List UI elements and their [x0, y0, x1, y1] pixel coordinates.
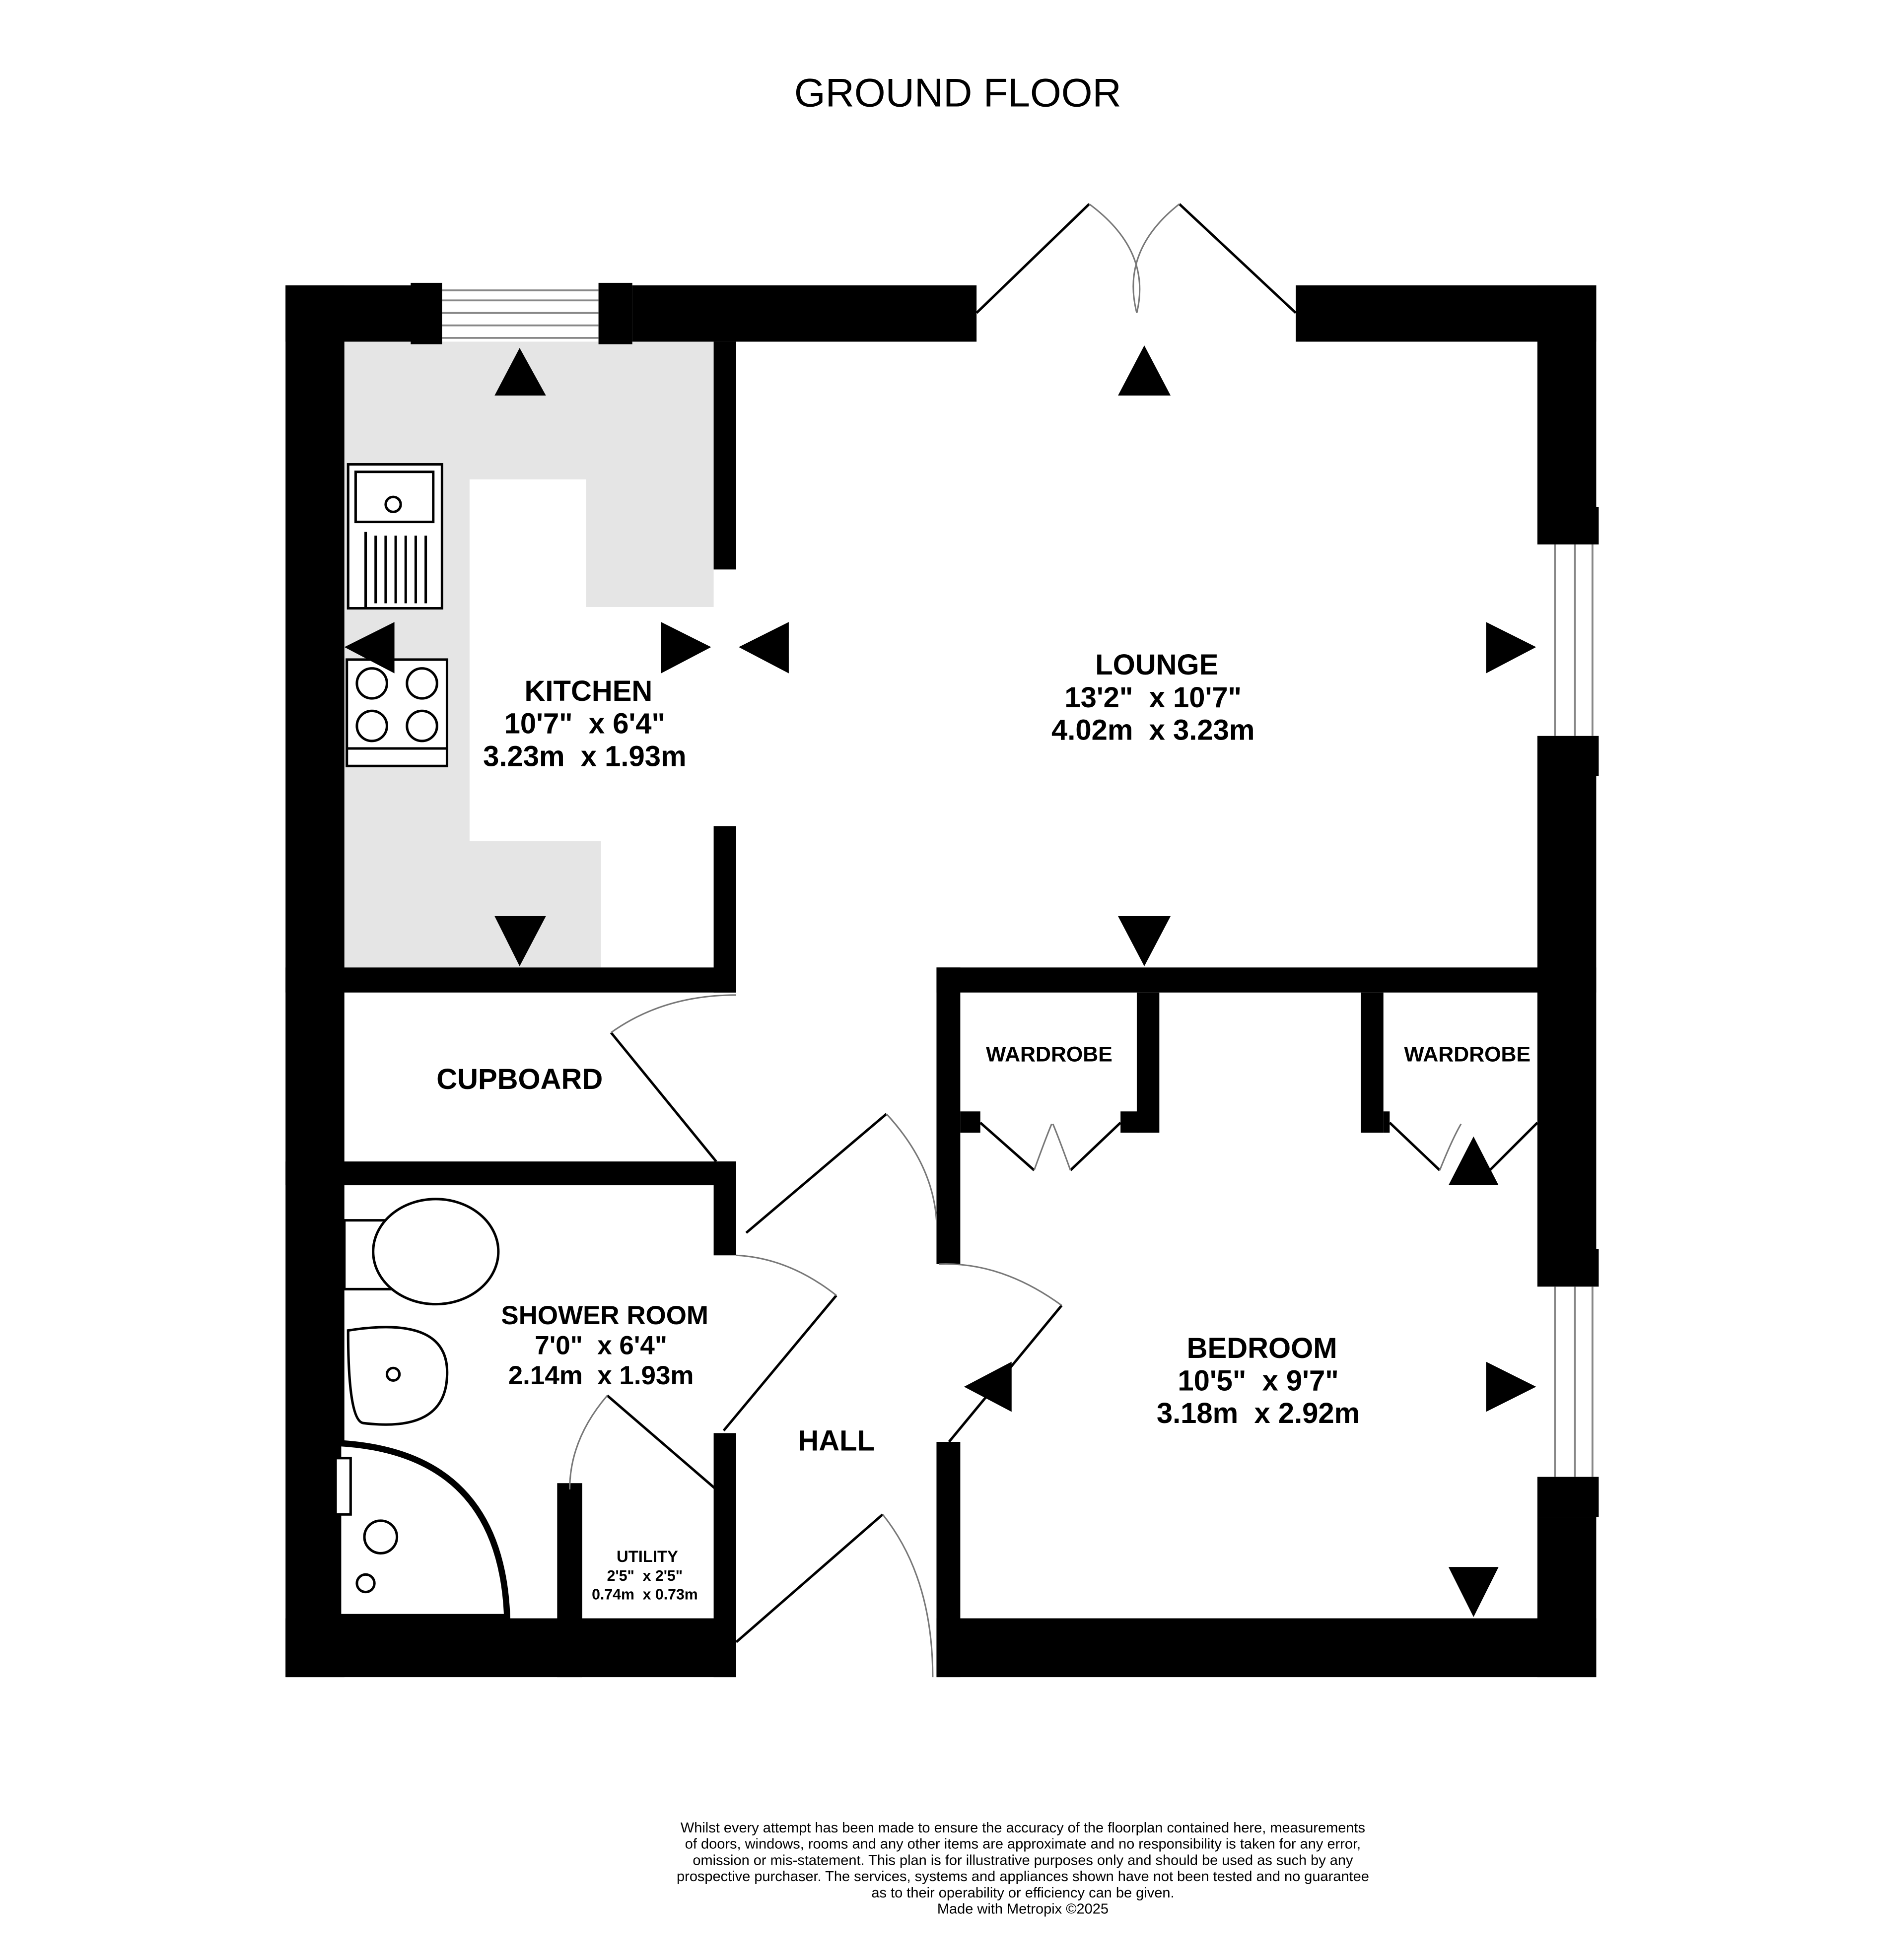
copyright: Made with Metropix ©2025 — [937, 1901, 1109, 1917]
shower-imperial: 7'0" x 6'4" — [535, 1331, 667, 1360]
doors — [569, 203, 1538, 1678]
kitchen-name: KITCHEN — [525, 676, 653, 707]
disclaimer-line: omission or mis-statement. This plan is … — [693, 1852, 1353, 1868]
disclaimer-line: Whilst every attempt has been made to en… — [681, 1820, 1365, 1836]
disclaimer-line: as to their operability or efficiency ca… — [871, 1885, 1174, 1901]
wardrobe-right-name: WARDROBE — [1404, 1042, 1530, 1066]
wardrobe-left-name: WARDROBE — [986, 1042, 1113, 1066]
disclaimer-line: of doors, windows, rooms and any other i… — [685, 1836, 1361, 1852]
cupboard-name: CUPBOARD — [436, 1064, 603, 1095]
lounge-imperial: 13'2" x 10'7" — [1064, 682, 1242, 714]
toilet — [343, 1198, 500, 1306]
room-shower: SHOWER ROOM 7'0" x 6'4" 2.14m x 1.93m — [501, 1301, 708, 1390]
utility-metric: 0.74m x 0.73m — [592, 1587, 698, 1603]
utility-imperial: 2'5" x 2'5" — [607, 1568, 683, 1584]
bedroom-imperial: 10'5" x 9'7" — [1178, 1365, 1338, 1397]
kitchen-sink — [347, 463, 443, 610]
kitchen-metric: 3.23m x 1.93m — [483, 741, 686, 772]
lounge-metric: 4.02m x 3.23m — [1051, 714, 1254, 746]
hall-name: HALL — [798, 1425, 875, 1457]
room-utility: UTILITY 2'5" x 2'5" 0.74m x 0.73m — [592, 1547, 698, 1603]
basin — [347, 1326, 449, 1426]
bedroom-name: BEDROOM — [1187, 1333, 1337, 1364]
kitchen-imperial: 10'7" x 6'4" — [504, 708, 665, 740]
shower-name: SHOWER ROOM — [501, 1301, 708, 1330]
hob — [346, 658, 448, 767]
shower-metric: 2.14m x 1.93m — [508, 1361, 694, 1390]
lounge-name: LOUNGE — [1095, 649, 1218, 681]
utility-name: UTILITY — [617, 1547, 678, 1565]
windows — [442, 289, 1594, 1477]
direction-arrows — [344, 345, 1536, 1618]
floor-title: GROUND FLOOR — [794, 70, 1121, 115]
walls — [285, 282, 1599, 1678]
bedroom-metric: 3.18m x 2.92m — [1157, 1398, 1360, 1429]
room-lounge: LOUNGE 13'2" x 10'7" 4.02m x 3.23m — [1051, 649, 1254, 746]
room-bedroom: BEDROOM 10'5" x 9'7" 3.18m x 2.92m — [1157, 1333, 1360, 1429]
kitchen-counter — [344, 341, 714, 968]
disclaimer-line: prospective purchaser. The services, sys… — [677, 1869, 1369, 1885]
room-kitchen: KITCHEN 10'7" x 6'4" 3.23m x 1.93m — [483, 676, 686, 772]
shower — [334, 1439, 511, 1621]
disclaimer: Whilst every attempt has been made to en… — [677, 1820, 1369, 1917]
